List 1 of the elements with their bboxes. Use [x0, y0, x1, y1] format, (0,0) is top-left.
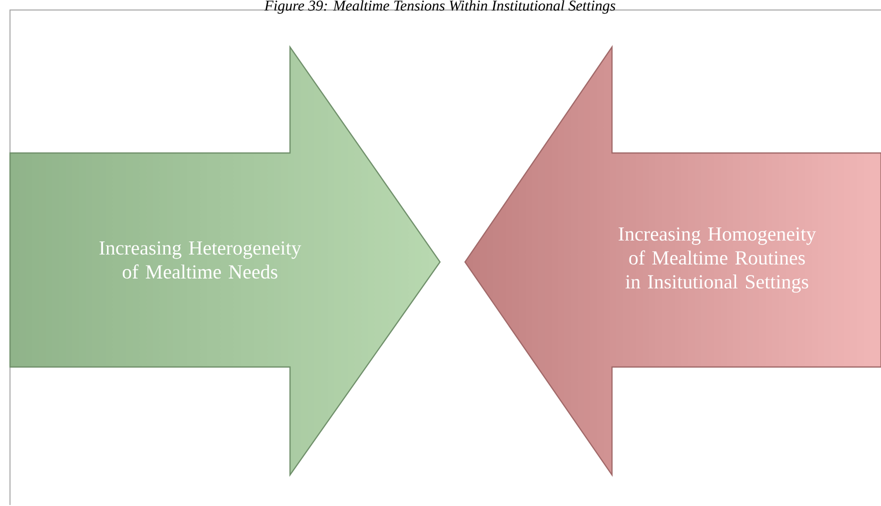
figure-title: Figure 39: Mealtime Tensions Within Institutional Settings	[264, 0, 616, 14]
